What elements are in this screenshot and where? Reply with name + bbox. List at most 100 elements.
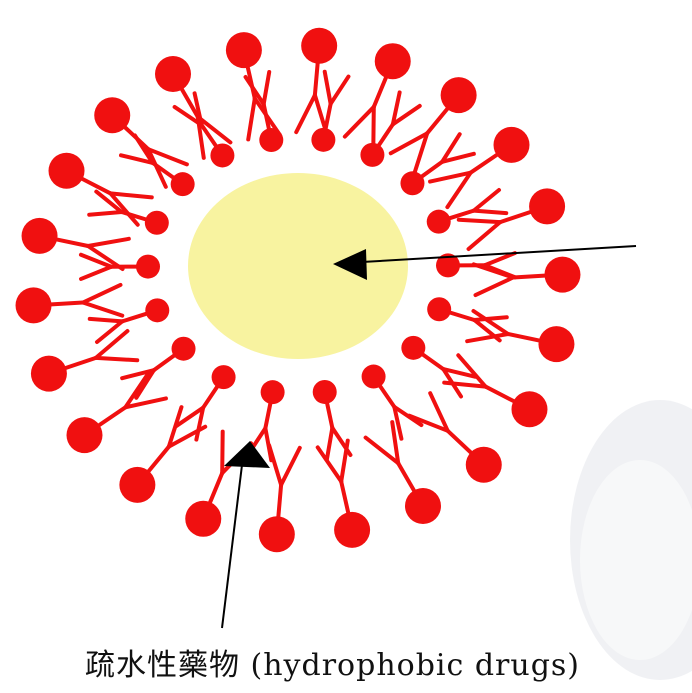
outer-lipid	[66, 373, 165, 453]
inner-lipid	[401, 336, 475, 397]
lipid-tail	[423, 355, 443, 369]
lipid-tail	[345, 107, 374, 137]
lipid-tail	[451, 313, 475, 320]
lipid-tail	[154, 356, 174, 370]
lipid-tail	[476, 277, 514, 295]
lipid-head	[362, 365, 386, 389]
lipid-head	[334, 512, 370, 548]
background-watermark	[570, 400, 692, 680]
outer-lipid	[119, 407, 205, 503]
lipid-tail	[331, 77, 349, 104]
lipid-head	[405, 488, 441, 524]
lipid-head	[31, 356, 67, 392]
lipid-head	[226, 32, 262, 68]
inner-lipid	[81, 255, 160, 279]
inner-lipid	[122, 337, 195, 398]
lipid-head	[544, 257, 580, 293]
lipid-tail	[222, 432, 223, 473]
outer-lipid	[296, 28, 337, 135]
lipid-head	[261, 380, 285, 404]
lipid-tail	[265, 404, 270, 428]
inner-lipid	[89, 192, 169, 235]
lipid-head	[145, 211, 169, 235]
lipid-head	[259, 128, 283, 152]
lipid-tail	[278, 485, 281, 516]
lipid-head	[375, 43, 411, 79]
lipid-tail	[149, 447, 169, 471]
lipid-tail	[469, 222, 501, 249]
lipid-tail	[485, 387, 513, 401]
outer-lipid	[16, 285, 123, 323]
hydrophobic-core	[188, 173, 408, 359]
lipid-tail	[448, 431, 471, 453]
lipid-head	[494, 127, 530, 163]
outer-lipid	[22, 218, 129, 269]
lipid-tail	[88, 239, 129, 246]
lipid-head	[172, 337, 196, 361]
lipid-head	[22, 218, 58, 254]
lipid-head	[16, 287, 52, 323]
lipid-head	[360, 143, 384, 167]
lipid-head	[136, 255, 160, 279]
lipid-head	[441, 77, 477, 113]
inner-lipid	[360, 92, 419, 166]
lipid-head	[427, 210, 451, 234]
lipid-tail	[81, 267, 111, 279]
lipid-tail	[508, 334, 539, 340]
lipid-head	[529, 188, 565, 224]
lipid-head	[311, 128, 335, 152]
lipid-tail	[66, 358, 96, 368]
lipid-head	[538, 326, 574, 362]
lipid-tail	[458, 355, 485, 386]
lipid-head	[259, 516, 295, 552]
lipid-head	[301, 28, 337, 64]
lipid-tail	[264, 104, 269, 128]
outer-lipid	[409, 393, 502, 483]
lipid-tail	[281, 448, 300, 485]
lipid-tail	[57, 240, 88, 246]
drug-caption: 疏水性藥物 (hydrophobic drugs)	[85, 640, 580, 684]
lipid-tail	[83, 285, 121, 303]
lipid-head	[466, 447, 502, 483]
lipid-head	[511, 391, 547, 427]
outer-lipid	[430, 127, 529, 207]
outer-lipid	[185, 432, 251, 537]
lipid-head	[401, 336, 425, 360]
outer-lipid	[391, 77, 477, 173]
lipid-tail	[99, 407, 125, 425]
lipid-tail	[427, 109, 447, 133]
lipid-tail	[296, 95, 315, 132]
lipid-head	[212, 365, 236, 389]
lipid-head	[185, 501, 221, 537]
outer-lipid	[31, 331, 137, 392]
lipid-tail	[379, 124, 393, 145]
lipid-head	[66, 417, 102, 453]
lipid-tail	[467, 334, 508, 341]
outer-lipid	[366, 422, 441, 524]
outer-lipid	[459, 188, 565, 249]
lipid-tail	[153, 163, 173, 177]
lipid-tail	[325, 72, 331, 104]
lipid-tail	[111, 193, 138, 224]
lipid-head	[49, 153, 85, 189]
lipid-tail	[210, 473, 222, 502]
arrowhead-lipid	[224, 441, 270, 468]
lipid-tail	[89, 212, 121, 215]
lipid-tail	[96, 358, 137, 360]
lipid-tail	[248, 98, 255, 139]
lipid-head	[171, 172, 195, 196]
lipid-tail	[327, 404, 332, 428]
lipid-head	[119, 467, 155, 503]
lipid-tail	[474, 190, 499, 211]
lipid-tail	[326, 104, 331, 128]
lipid-tail	[83, 303, 122, 316]
lipid-tail	[90, 319, 122, 321]
lipid-head	[145, 298, 169, 322]
lipid-head	[94, 97, 130, 133]
lipid-tail	[373, 107, 374, 148]
lipid-tail	[374, 78, 386, 107]
lipid-tail	[327, 428, 333, 460]
lipid-tail	[203, 387, 217, 408]
lipid-tail	[474, 317, 506, 320]
